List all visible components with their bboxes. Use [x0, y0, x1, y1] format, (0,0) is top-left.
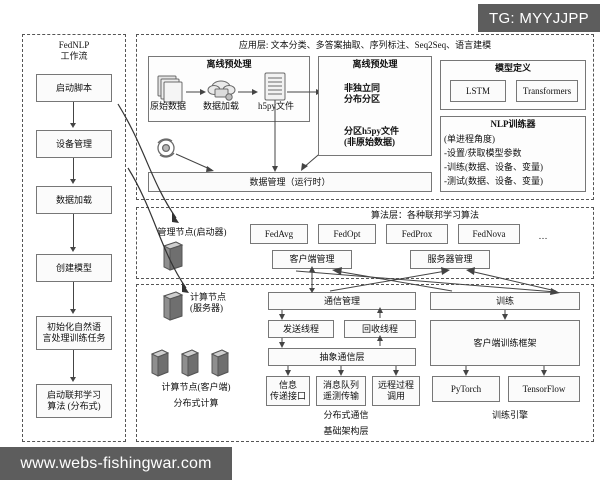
client-management-label: 客户端管理 — [289, 254, 335, 265]
raw-data-label: 原始数据 — [149, 101, 186, 111]
nlp-trainer-line-4: -测试(数据、设备、变量) — [444, 176, 543, 186]
model-definition-title: 模型定义 — [494, 63, 531, 73]
algorithm-fednova-label: FedNova — [472, 228, 506, 239]
noniid-partition-label: 非独立同 分布分区 — [344, 83, 381, 104]
transport-mqtt-box[interactable]: 消息队列 遥测传输 — [316, 376, 366, 406]
nlp-trainer-line-3: -训练(数据、设备、变量) — [444, 162, 543, 172]
communication-manager-box[interactable]: 通信管理 — [268, 292, 416, 310]
telegram-watermark: TG: MYYJJPP — [478, 4, 600, 32]
workflow-step-6-label: 启动联邦学习 算法 (分布式) — [46, 390, 101, 411]
server-management-label: 服务器管理 — [427, 254, 473, 265]
h5py-file-label: h5py文件 — [257, 101, 294, 111]
training-header-label: 训练 — [495, 295, 514, 306]
transport-rpc-box[interactable]: 远程过程 调用 — [372, 376, 420, 406]
workflow-arrow-4 — [70, 309, 76, 314]
algorithm-fedavg-label: FedAvg — [264, 228, 294, 239]
workflow-step-6[interactable]: 启动联邦学习 算法 (分布式) — [36, 384, 112, 418]
abstract-communication-layer-label: 抽象通信层 — [319, 351, 365, 362]
workflow-step-2-label: 设备管理 — [55, 138, 92, 149]
workflow-connector-2 — [73, 158, 74, 180]
partitioned-h5py-label: 分区h5py文件 (非原始数据) — [344, 126, 400, 147]
transport-mpi-label: 信息 传递接口 — [269, 380, 306, 401]
workflow-panel — [22, 34, 126, 442]
engine-tensorflow-box[interactable]: TensorFlow — [508, 376, 580, 402]
send-thread-label: 发送线程 — [282, 323, 319, 334]
algorithm-fedprox-label: FedProx — [401, 228, 433, 239]
algorithm-ellipsis: … — [538, 231, 548, 241]
distributed-communication-caption: 分布式通信 — [323, 410, 369, 420]
workflow-connector-1 — [73, 102, 74, 124]
offline-preprocessing-left-title: 离线预处理 — [206, 59, 252, 69]
engine-pytorch-box[interactable]: PyTorch — [432, 376, 500, 402]
client-training-framework-label: 客户端训练框架 — [473, 337, 537, 348]
workflow-step-3[interactable]: 数据加载 — [36, 186, 112, 214]
nlp-trainer-line-2: -设置/获取模型参数 — [444, 148, 522, 158]
data-management-runtime-box[interactable]: 数据管理（运行时） — [148, 172, 432, 192]
client-training-framework-box[interactable]: 客户端训练框架 — [430, 320, 580, 366]
data-management-runtime-label: 数据管理（运行时） — [249, 176, 331, 187]
manager-node-label: 管理节点(启动器) — [157, 227, 227, 237]
training-engine-caption: 训练引擎 — [491, 410, 528, 420]
workflow-step-5-label: 初始化自然语 言处理训练任务 — [42, 322, 106, 343]
offline-preprocessing-right-title: 离线预处理 — [352, 59, 398, 69]
workflow-step-3-label: 数据加载 — [55, 194, 92, 205]
transport-mqtt-label: 消息队列 遥测传输 — [322, 380, 359, 401]
algorithm-fednova-box[interactable]: FedNova — [458, 224, 520, 244]
nlp-trainer-group — [440, 116, 586, 192]
server-management-box[interactable]: 服务器管理 — [410, 250, 490, 269]
send-thread-box[interactable]: 发送线程 — [268, 320, 334, 338]
workflow-arrow-1 — [70, 123, 76, 128]
application-layer-title: 应用层: 文本分类、多答案抽取、序列标注、Seq2Seq、语言建模 — [238, 40, 492, 50]
nlp-trainer-line-1: (单进程角度) — [444, 134, 495, 144]
workflow-connector-5 — [73, 350, 74, 378]
engine-tensorflow-label: TensorFlow — [522, 383, 566, 394]
workflow-step-1-label: 启动脚本 — [55, 82, 92, 93]
site-watermark: www.webs-fishingwar.com — [0, 447, 232, 480]
workflow-arrow-3 — [70, 247, 76, 252]
algorithm-layer-title: 算法层：各种联邦学习算法 — [370, 210, 479, 220]
model-lstm-label: LSTM — [465, 85, 490, 96]
communication-manager-label: 通信管理 — [323, 295, 360, 306]
algorithm-fedavg-box[interactable]: FedAvg — [250, 224, 308, 244]
model-transformers-box[interactable]: Transformers — [516, 80, 578, 102]
workflow-step-4[interactable]: 创建模型 — [36, 254, 112, 282]
compute-node-server-label: 计算节点 (服务器) — [190, 292, 227, 313]
algorithm-fedopt-label: FedOpt — [333, 228, 361, 239]
abstract-communication-layer-box[interactable]: 抽象通信层 — [268, 348, 416, 366]
workflow-step-2[interactable]: 设备管理 — [36, 130, 112, 158]
infrastructure-layer-caption: 基础架构层 — [323, 426, 369, 436]
transport-rpc-label: 远程过程 调用 — [377, 380, 414, 401]
model-lstm-box[interactable]: LSTM — [450, 80, 506, 102]
nlp-trainer-title: NLP训练器 — [490, 119, 536, 129]
workflow-arrow-2 — [70, 179, 76, 184]
model-transformers-label: Transformers — [522, 85, 572, 96]
algorithm-fedopt-box[interactable]: FedOpt — [318, 224, 376, 244]
workflow-step-5[interactable]: 初始化自然语 言处理训练任务 — [36, 316, 112, 350]
receive-thread-box[interactable]: 回收线程 — [344, 320, 416, 338]
compute-node-clients-label: 计算节点(客户端) — [161, 382, 231, 392]
workflow-step-4-label: 创建模型 — [55, 262, 92, 273]
transport-mpi-box[interactable]: 信息 传递接口 — [266, 376, 310, 406]
workflow-connector-3 — [73, 214, 74, 248]
client-management-box[interactable]: 客户端管理 — [272, 250, 352, 269]
workflow-arrow-5 — [70, 377, 76, 382]
workflow-connector-4 — [73, 282, 74, 310]
distributed-compute-label: 分布式计算 — [173, 398, 219, 408]
algorithm-fedprox-box[interactable]: FedProx — [386, 224, 448, 244]
training-header-box[interactable]: 训练 — [430, 292, 580, 310]
engine-pytorch-label: PyTorch — [450, 383, 482, 394]
workflow-title: FedNLP 工作流 — [58, 40, 90, 61]
workflow-step-1[interactable]: 启动脚本 — [36, 74, 112, 102]
offline-preprocessing-right-group — [318, 56, 432, 156]
data-loading-label: 数据加载 — [202, 101, 239, 111]
receive-thread-label: 回收线程 — [361, 323, 398, 334]
